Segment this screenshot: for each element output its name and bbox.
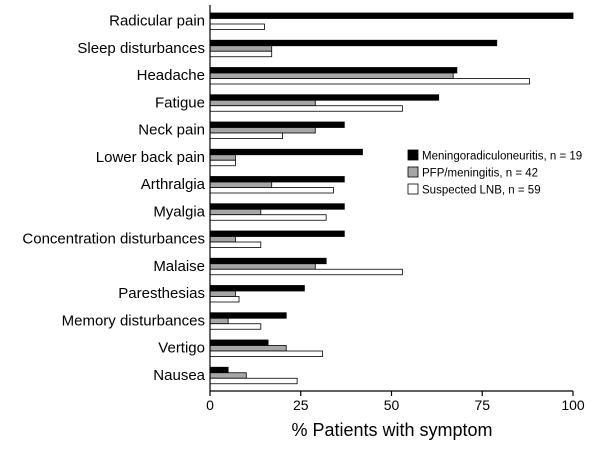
category-label: Fatigue [155, 94, 205, 111]
category-label: Memory disturbances [62, 312, 205, 329]
x-tick-label: 0 [206, 397, 214, 413]
bar-3-4 [209, 132, 283, 139]
bar-2-6 [209, 181, 273, 188]
legend-swatch [407, 149, 419, 161]
category-label: Sleep disturbances [77, 40, 205, 57]
category-label: Nausea [153, 367, 205, 384]
bar-2-1 [209, 45, 273, 52]
bar-2-13 [209, 372, 247, 379]
bar-3-5 [209, 159, 236, 167]
bar-1-7 [209, 203, 345, 210]
category-label: Paresthesias [118, 285, 205, 302]
bar-1-11 [209, 312, 287, 319]
bar-3-1 [209, 50, 273, 58]
bar-3-11 [209, 323, 262, 330]
bar-2-12 [209, 345, 287, 352]
bar-3-13 [209, 377, 298, 385]
bar-1-2 [209, 67, 458, 74]
category-label: Concentration disturbances [22, 231, 205, 248]
bar-1-6 [209, 176, 345, 183]
axes-layer [209, 5, 573, 392]
bar-3-10 [209, 296, 240, 303]
bar-1-3 [209, 94, 440, 101]
category-label: Lower back pain [96, 149, 205, 166]
bar-1-9 [209, 257, 327, 265]
category-label: Malaise [153, 258, 205, 275]
category-label: Myalgia [153, 203, 205, 220]
x-tick-label: 100 [561, 397, 585, 413]
category-label: Headache [137, 67, 205, 84]
category-label: Vertigo [158, 340, 205, 357]
x-tick-label: 50 [384, 397, 400, 413]
bar-2-3 [209, 99, 316, 107]
legend-label: Meningoradiculoneuritis, n = 19 [422, 151, 582, 163]
bar-3-6 [209, 187, 334, 194]
bar-1-13 [209, 366, 229, 374]
category-label: Neck pain [138, 122, 205, 139]
bar-2-4 [209, 127, 316, 134]
legend-label: PFP/meningitis, n = 42 [422, 168, 538, 180]
bar-1-10 [209, 285, 305, 292]
category-label: Arthralgia [141, 176, 206, 193]
bar-3-2 [209, 78, 530, 85]
bar-1-0 [209, 12, 574, 19]
bar-3-7 [209, 214, 327, 221]
bar-2-9 [209, 263, 316, 270]
x-axis-title: % Patients with symptom [291, 420, 492, 440]
bar-2-11 [209, 317, 229, 325]
bar-2-5 [209, 154, 236, 161]
bar-3-8 [209, 241, 262, 248]
bar-1-12 [209, 339, 269, 346]
bar-1-4 [209, 121, 345, 128]
bar-1-1 [209, 39, 498, 47]
bar-3-12 [209, 350, 323, 357]
bar-1-8 [209, 230, 345, 237]
x-ticks-layer: 0 25 50 75 100 [206, 391, 585, 413]
bar-2-7 [209, 208, 262, 216]
bar-2-2 [209, 72, 454, 79]
legend-label: Suspected LNB, n = 59 [422, 185, 541, 197]
bar-1-5 [209, 148, 363, 156]
bar-2-10 [209, 290, 236, 297]
legend-swatch [407, 166, 419, 178]
bar-3-3 [209, 105, 403, 112]
bars-layer [209, 12, 574, 385]
legend: Meningoradiculoneuritis, n = 19 PFP/menin… [407, 149, 582, 197]
bar-3-0 [209, 23, 265, 30]
bar-2-8 [209, 236, 236, 243]
x-tick-label: 75 [474, 397, 490, 413]
category-label: Radicular pain [109, 13, 205, 30]
x-tick-label: 25 [293, 397, 309, 413]
bar-3-9 [209, 268, 403, 276]
legend-swatch [407, 183, 419, 195]
